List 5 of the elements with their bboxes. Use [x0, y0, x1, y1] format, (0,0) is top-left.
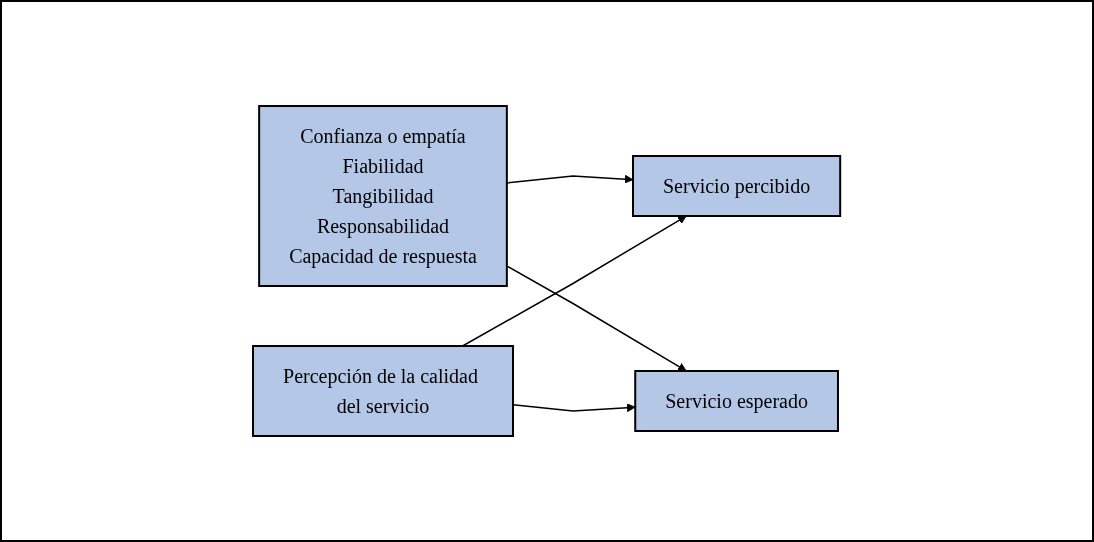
arrow	[462, 215, 688, 347]
node-box: Confianza o empatía Fiabilidad Tangibilidad Responsabilidad Capacidad de respuesta	[258, 105, 509, 287]
node-box: Percepción de la calidad del servicio	[252, 345, 515, 437]
node-box: Servicio esperado	[634, 370, 840, 432]
node-box: Servicio percibido	[632, 155, 842, 217]
